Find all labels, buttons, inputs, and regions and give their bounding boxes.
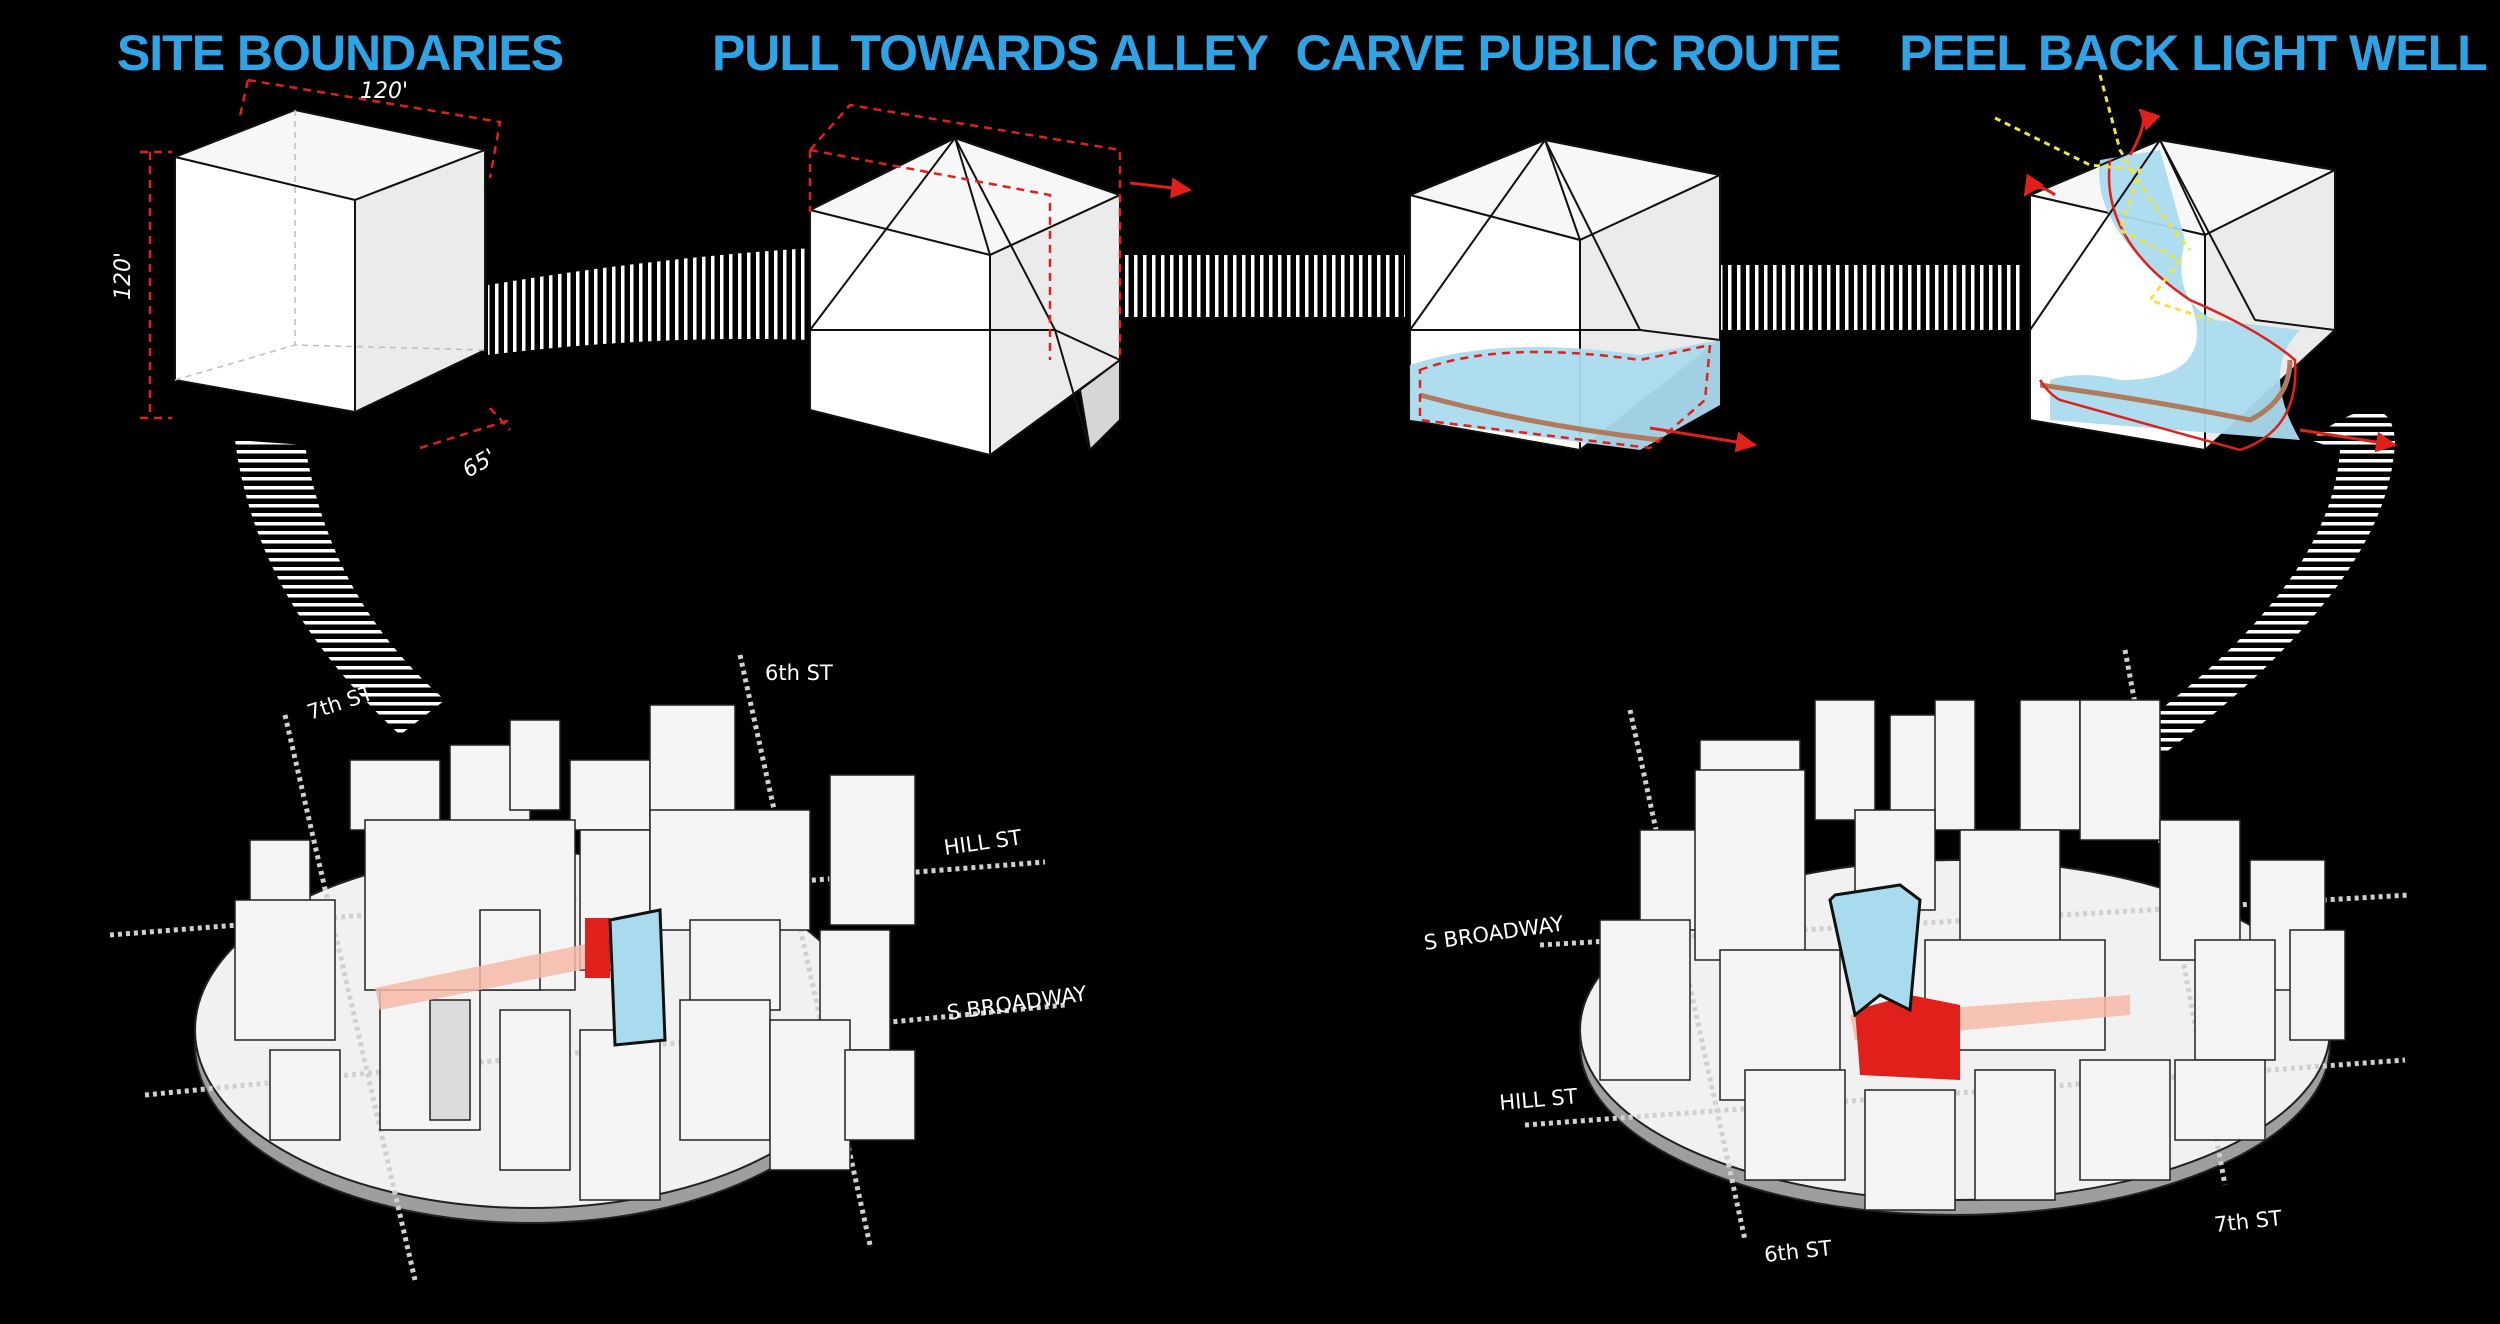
carve-public-route-box	[1406, 138, 1758, 453]
peel-back-light-well-box	[1994, 74, 2398, 453]
connector-band-1	[488, 248, 812, 355]
right-context-model: S BROADWAY HILL ST 6th ST 7th ST	[1422, 649, 2411, 1267]
step-title-peel-back-light-well: PEEL BACK LIGHT WELL	[1899, 25, 2486, 81]
pull-towards-alley-box	[807, 103, 1193, 457]
right-street-label-s-broadway: S BROADWAY	[1422, 912, 1565, 955]
right-street-label-7th: 7th ST	[2213, 1206, 2283, 1237]
dimension-height-label: 120'	[111, 252, 136, 300]
left-street-label-7th: 7th ST	[304, 681, 376, 725]
step-title-carve-public-route: CARVE PUBLIC ROUTE	[1295, 25, 1840, 81]
right-street-label-6th: 6th ST	[1763, 1236, 1833, 1267]
site-boundaries-box: 120' 120' 65'	[111, 78, 511, 484]
step-title-site-boundaries: SITE BOUNDARIES	[117, 25, 563, 81]
left-street-label-6th: 6th ST	[765, 661, 833, 685]
connector-band-3	[1720, 265, 2025, 330]
connector-band-2	[1120, 255, 1405, 317]
left-street-label-s-broadway: S BROADWAY	[945, 982, 1088, 1025]
right-street-label-hill: HILL ST	[1498, 1084, 1578, 1115]
left-context-model: 7th ST 6th ST HILL ST S BROADWAY	[109, 654, 1088, 1281]
dimension-depth-label: 65'	[459, 445, 501, 484]
left-street-label-hill: HILL ST	[942, 825, 1023, 860]
step-title-pull-towards-alley: PULL TOWARDS ALLEY	[712, 25, 1269, 81]
dimension-width-label: 120'	[360, 79, 408, 104]
connector-band-left-descending	[235, 440, 445, 735]
